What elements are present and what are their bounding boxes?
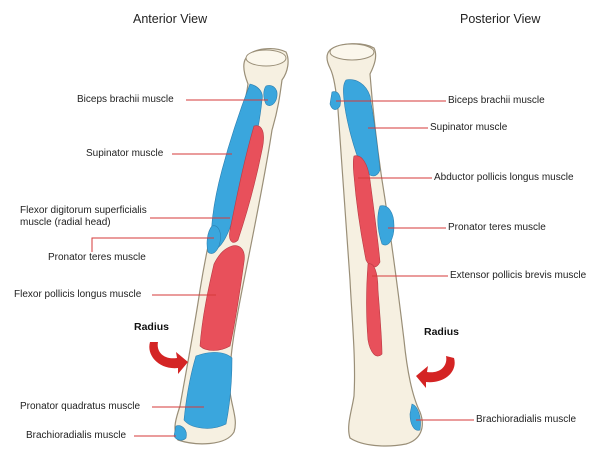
label-posterior-pronator-teres: Pronator teres muscle xyxy=(448,222,546,234)
label-anterior-brachioradialis: Brachioradialis muscle xyxy=(26,430,126,442)
label-anterior-pronator-teres: Pronator teres muscle xyxy=(48,252,146,264)
label-anterior-pronator-quadratus: Pronator quadratus muscle xyxy=(20,401,140,413)
label-anterior-supinator: Supinator muscle xyxy=(86,148,163,160)
posterior-radius-arrow-icon xyxy=(416,356,455,388)
label-posterior-brachioradialis: Brachioradialis muscle xyxy=(476,414,576,426)
label-posterior-abductor-pollicis-longus: Abductor pollicis longus muscle xyxy=(434,172,574,184)
label-anterior-biceps-brachii: Biceps brachii muscle xyxy=(77,94,174,106)
posterior-radius-label: Radius xyxy=(424,326,459,338)
anterior-radius-arrow-icon xyxy=(149,342,188,374)
posterior-pronator-teres-insertion xyxy=(378,206,394,245)
label-posterior-extensor-pollicis-brevis: Extensor pollicis brevis muscle xyxy=(450,270,586,282)
posterior-view-title: Posterior View xyxy=(460,12,540,26)
label-anterior-flexor-pollicis-longus: Flexor pollicis longus muscle xyxy=(14,289,141,301)
label-anterior-fds-line2: muscle (radial head) xyxy=(20,217,111,229)
anterior-radius-label: Radius xyxy=(134,321,169,333)
label-posterior-supinator: Supinator muscle xyxy=(430,122,507,134)
label-anterior-fds-line1: Flexor digitorum superficialis xyxy=(20,205,147,217)
label-posterior-biceps-brachii: Biceps brachii muscle xyxy=(448,95,545,107)
anterior-view-title: Anterior View xyxy=(133,12,207,26)
leader-anterior-pronator-teres xyxy=(92,238,214,252)
